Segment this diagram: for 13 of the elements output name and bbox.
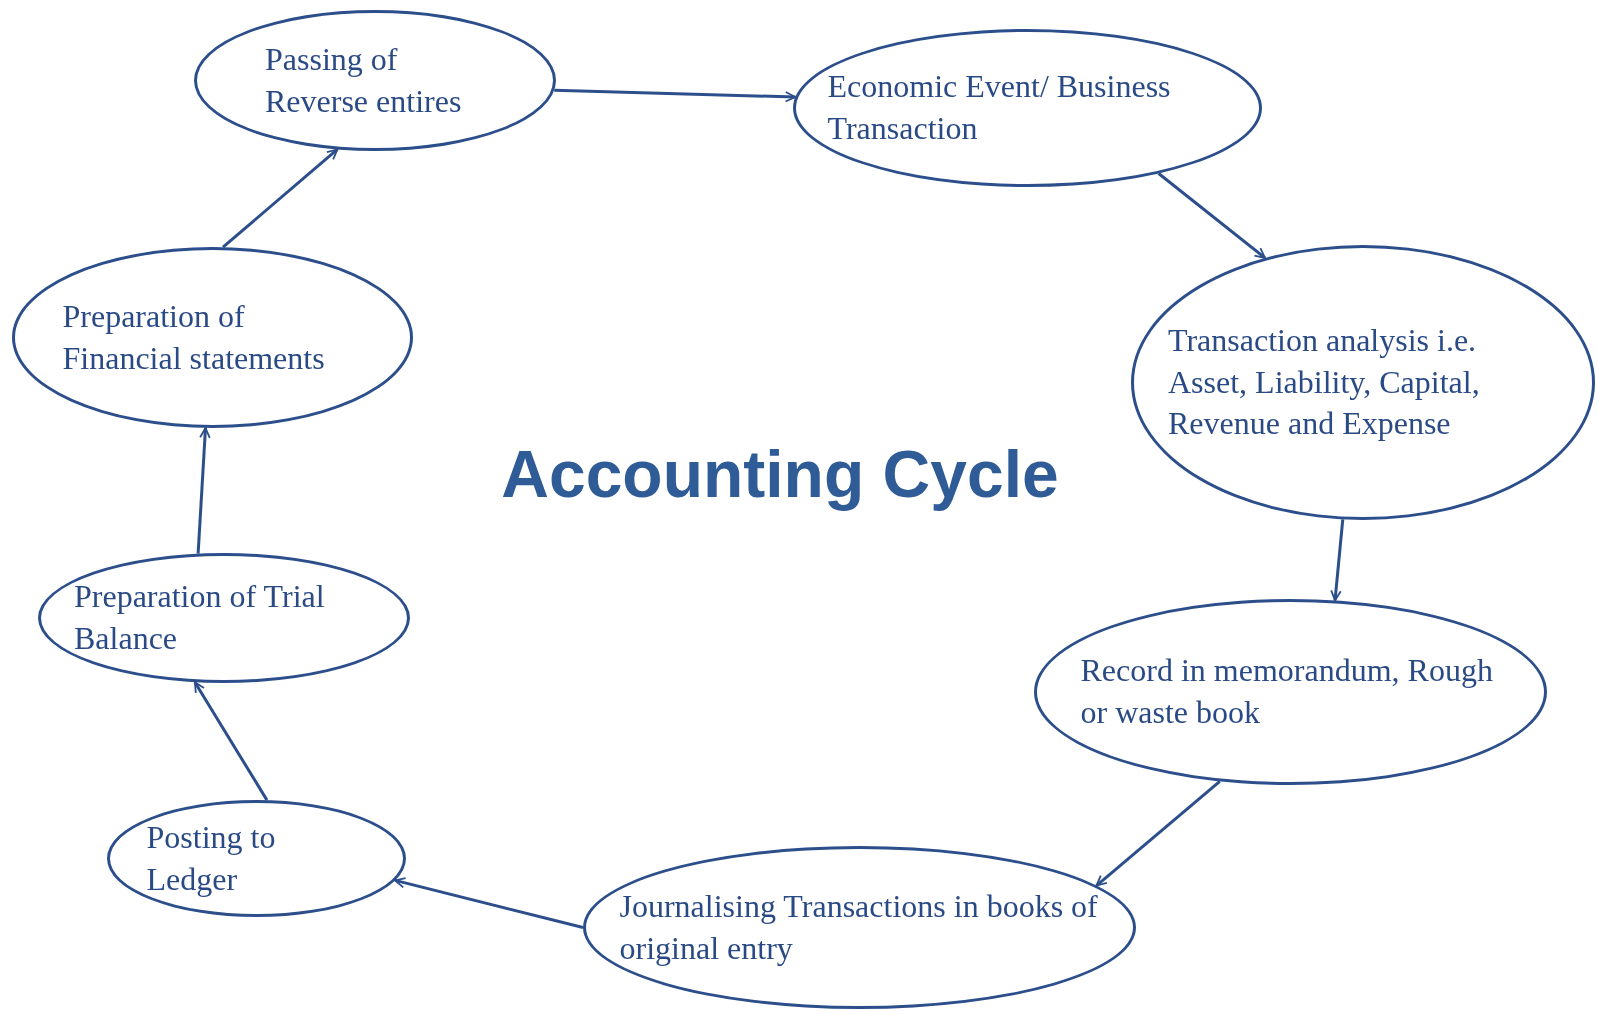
arrow bbox=[394, 877, 584, 929]
step-text: Transaction analysis i.e. Asset, Liability, Capital, Revenue and Expense bbox=[1168, 321, 1481, 444]
step-text: Posting to Ledger bbox=[146, 817, 277, 899]
arrow bbox=[1157, 172, 1266, 260]
arrow bbox=[196, 427, 211, 554]
arrow bbox=[193, 681, 269, 801]
step-text: Preparation of Trial Balance bbox=[74, 577, 326, 658]
step-text: Record in memorandum, Rough or waste book bbox=[1080, 651, 1494, 732]
step-text: Journalising Transactions in books of original entry bbox=[619, 886, 1099, 968]
step-text: Preparation of Financial statements bbox=[62, 296, 326, 378]
step-text: Passing of Reverse entires bbox=[265, 39, 463, 121]
diagram-title: Accounting Cycle bbox=[500, 436, 1060, 513]
step-text: Economic Event/ Business Transaction bbox=[827, 67, 1172, 148]
